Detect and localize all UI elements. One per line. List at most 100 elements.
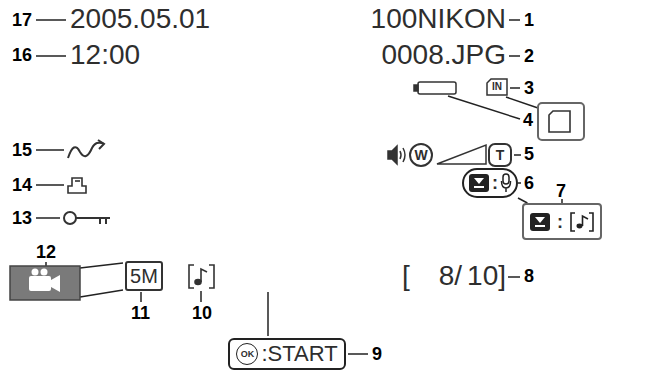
leader-line [140, 292, 142, 302]
memory-card-icon [549, 111, 570, 132]
camera-reel [32, 269, 39, 276]
callout-number: 13 [12, 209, 32, 227]
voice-memo-icon [569, 211, 595, 233]
movie-box [10, 266, 80, 300]
camera-body [29, 276, 51, 291]
speaker-wave [400, 151, 401, 159]
key-icon [64, 212, 110, 224]
mic-head [503, 174, 509, 184]
icon-ground [530, 213, 550, 231]
node-text: W [414, 148, 427, 162]
movie-callout-box [10, 266, 80, 300]
icon-bar [535, 225, 545, 227]
speaker-body [388, 146, 397, 164]
callout-number: 12 [36, 243, 56, 261]
time-text: 12:00 [70, 41, 140, 69]
leader-line [514, 154, 521, 156]
file-name: 0008.JPG [381, 41, 506, 69]
node-text: : [492, 174, 498, 192]
battery-tip [414, 85, 418, 91]
speaker-icon [388, 146, 405, 164]
print-line [75, 180, 80, 182]
callout-number: 2 [524, 47, 534, 65]
memory-icon: IN [486, 78, 508, 96]
leader-line [200, 291, 202, 302]
leader-line [508, 276, 520, 278]
mic-stand [502, 181, 511, 192]
counter-bracket: [ [402, 262, 410, 290]
microphone-icon [500, 173, 512, 193]
callout-number: 4 [523, 111, 533, 129]
print-shape [68, 178, 86, 193]
node-text: T [496, 148, 505, 162]
node-text: IN [492, 82, 502, 92]
icon-ground [469, 174, 489, 192]
playback-icon [468, 173, 490, 193]
callout-number: 5 [524, 145, 534, 163]
callout-number: 9 [372, 345, 382, 363]
callout-number: 1 [524, 11, 534, 29]
leader-line [36, 55, 66, 57]
start-button-box: OK:START [228, 338, 346, 370]
card-shape [487, 79, 507, 95]
callout-number: 16 [12, 46, 32, 64]
leader-line [509, 19, 520, 21]
note-stem [583, 216, 589, 226]
bracket [571, 213, 593, 231]
battery-icon [414, 82, 456, 94]
callout-number: 3 [524, 79, 534, 97]
folder-name: 100NIKON [371, 5, 506, 33]
node-text: : [557, 213, 563, 231]
ok-button-label: OK [236, 343, 258, 365]
callout-box [538, 103, 584, 140]
leader-line [509, 55, 520, 57]
note-head [577, 223, 583, 228]
image-size-box: 5M [125, 261, 163, 291]
leader-line [267, 292, 269, 336]
playback-icon [529, 212, 551, 232]
bracket [209, 265, 214, 288]
leader-line [506, 97, 538, 108]
note-head [195, 280, 201, 285]
callout-number: 11 [131, 304, 150, 322]
leader-line [80, 290, 123, 297]
icon-arrow [474, 178, 484, 184]
key-ring [64, 212, 76, 224]
node-text: :START [261, 343, 337, 365]
leader-line [36, 217, 60, 219]
total-frames: 10] [467, 262, 506, 290]
icon-arrow [535, 217, 545, 223]
callout-number: 7 [556, 182, 566, 200]
date-text: 2005.05.01 [70, 5, 210, 33]
node-text: 5M [130, 266, 158, 286]
callout-number: 17 [12, 11, 32, 29]
leader-line [36, 149, 64, 151]
icon-bar [474, 186, 484, 188]
camera-lens [51, 275, 60, 292]
volume-wedge [437, 145, 486, 164]
leader-line [36, 19, 66, 21]
key-shaft [76, 217, 110, 219]
frame-number: 8/ [439, 262, 462, 290]
callout-number: 6 [524, 174, 534, 192]
key-tooth [99, 218, 101, 224]
battery-body [418, 82, 456, 94]
note-stem [201, 269, 207, 282]
bracket [189, 265, 194, 288]
callout-number: 8 [524, 267, 534, 285]
leader-line [518, 182, 521, 184]
zoom-wide-circle: W [409, 143, 433, 167]
voice-record-oval: : [462, 168, 518, 198]
wavy-line [68, 143, 104, 158]
callout-number: 10 [192, 304, 212, 322]
memory-callout-box [538, 103, 584, 140]
leader-line [348, 353, 368, 355]
callout-number: 14 [12, 176, 32, 194]
speaker-wave [403, 148, 405, 162]
print-icon [68, 178, 86, 193]
leader-line [80, 263, 123, 268]
voice-play-box: : [522, 203, 602, 240]
wavy-icon [68, 140, 104, 158]
wavy-head [98, 140, 104, 149]
